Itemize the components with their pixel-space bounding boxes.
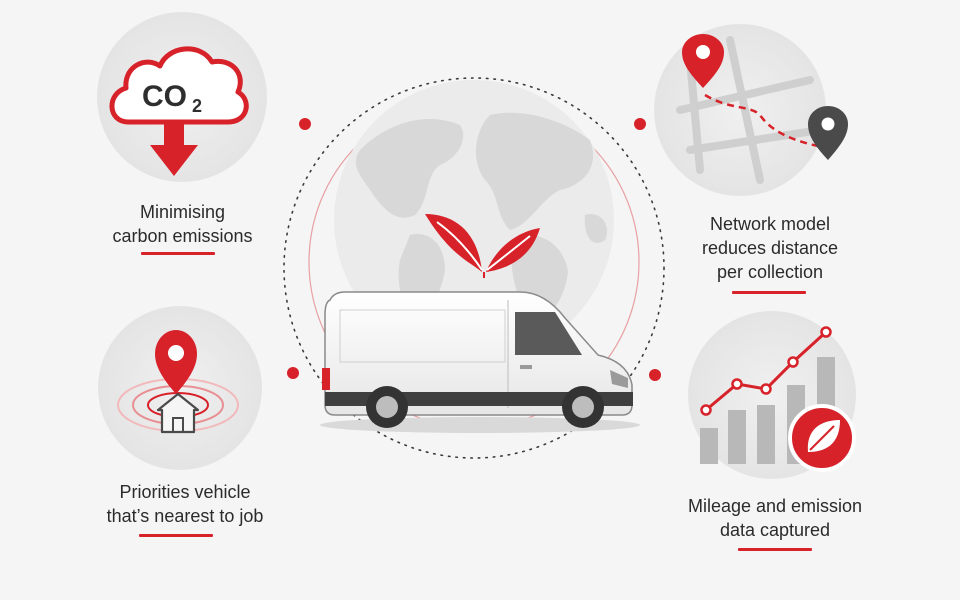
nearest-label-line-2: that’s nearest to job	[106, 506, 264, 526]
feature-label-network: Network model reduces distance per colle…	[680, 212, 860, 284]
network-label-line-3: per collection	[716, 262, 824, 282]
co2-text: CO	[142, 80, 187, 113]
co2-cloud-down-arrow-icon: CO 2	[109, 46, 249, 176]
nearest-label-line-1: Priorities vehicle	[119, 482, 251, 502]
nearest-underline	[139, 534, 213, 537]
house-location-pin-icon	[117, 330, 239, 434]
leaf-icon	[425, 214, 540, 278]
ring-node-bottom-right	[649, 369, 661, 381]
route-map-pins-icon	[676, 34, 848, 184]
ring-node-top-right	[634, 118, 646, 130]
carbon-label-line-2: carbon emissions	[112, 226, 253, 246]
co2-subscript: 2	[192, 96, 202, 116]
growth-chart-leaf-icon	[700, 326, 856, 472]
carbon-underline	[141, 252, 215, 255]
feature-label-carbon: Minimising carbon emissions	[100, 200, 265, 248]
feature-label-nearest: Priorities vehicle that’s nearest to job	[90, 480, 280, 528]
dotted-ring	[283, 77, 665, 459]
delivery-van-icon	[320, 291, 640, 433]
ring-node-bottom-left	[287, 367, 299, 379]
network-underline	[732, 291, 806, 294]
ring-node-top-left	[299, 118, 311, 130]
data-underline	[738, 548, 812, 551]
network-label-line-1: Network model	[709, 214, 831, 234]
feature-label-data: Mileage and emission data captured	[680, 494, 870, 542]
network-label-line-2: reduces distance	[701, 238, 839, 258]
data-label-line-2: data captured	[719, 520, 831, 540]
data-label-line-1: Mileage and emission	[687, 496, 863, 516]
carbon-label-line-1: Minimising	[139, 202, 226, 222]
